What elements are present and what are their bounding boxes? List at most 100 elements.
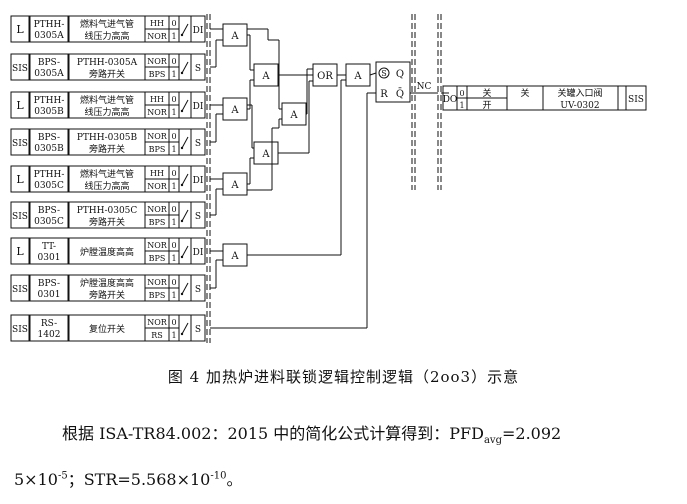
pfd-subscript: avg bbox=[483, 435, 502, 447]
row-io-box bbox=[190, 274, 206, 302]
row-state-1: BPS bbox=[149, 254, 166, 263]
row-type-label: SIS bbox=[12, 325, 28, 335]
row-tag-line2: 0305B bbox=[34, 107, 64, 117]
row-desc-line2: 旁路开关 bbox=[89, 216, 125, 228]
row-io-box bbox=[190, 91, 206, 119]
row-io-box bbox=[190, 314, 206, 342]
and-gate-bc-label: A bbox=[261, 149, 270, 160]
row-tag-line1: PTHH- bbox=[34, 20, 65, 30]
row-desc-line1: 炉膛温度高高 bbox=[80, 277, 134, 289]
row-io-label: S bbox=[195, 325, 201, 335]
and-gate-c-label: A bbox=[230, 180, 239, 191]
row-state-0: HH bbox=[150, 19, 164, 28]
row-tag-line2: 0305B bbox=[34, 144, 64, 154]
switch-contact-icon bbox=[180, 183, 184, 187]
paragraph-line-1: 根据 ISA-TR84.002：2015 中的简化公式计算得到：PFDavg=2… bbox=[62, 420, 561, 446]
row-bit-1: 1 bbox=[171, 70, 176, 79]
row-tag-line2: 0305A bbox=[34, 69, 64, 79]
switch-icon bbox=[181, 61, 189, 74]
row-type-box bbox=[10, 15, 30, 43]
row-desc-line1: 燃料气进气管 bbox=[80, 94, 134, 106]
or-gate-label: OR bbox=[317, 71, 333, 82]
row-state-1: RS bbox=[151, 331, 163, 340]
row-state-1: BPS bbox=[149, 291, 166, 300]
row-state-1: NOR bbox=[147, 32, 168, 41]
row-desc-line2: 线压力高高 bbox=[84, 106, 129, 118]
switch-icon bbox=[181, 136, 189, 149]
pfd-value-cont: 5×10 bbox=[14, 470, 58, 489]
flipflop-set: S bbox=[381, 69, 386, 78]
row-state-0: NOR bbox=[147, 132, 168, 141]
row-tag-line1: RS- bbox=[41, 319, 57, 329]
and-gate-final: A bbox=[345, 63, 371, 87]
row-desc-line1: PTHH-0305A bbox=[77, 58, 138, 68]
row-tag-box bbox=[29, 274, 69, 302]
and-gate-final-label: A bbox=[353, 71, 362, 82]
row-tag-box bbox=[29, 237, 69, 265]
row-tag-box bbox=[29, 128, 69, 156]
row-io-label: DI bbox=[193, 248, 204, 258]
row-desc-line2: 线压力高高 bbox=[84, 30, 129, 42]
row-tag-line2: 0305A bbox=[34, 31, 64, 41]
or-gate: OR bbox=[312, 63, 338, 87]
row-bit-0: 0 bbox=[171, 95, 176, 104]
row-io-box bbox=[190, 237, 206, 265]
row-state-1: BPS bbox=[149, 218, 166, 227]
pfd-exponent: -5 bbox=[57, 470, 68, 482]
output-name-label: 关罐入口阀 bbox=[557, 87, 602, 99]
and-gate-b-label: A bbox=[230, 105, 239, 116]
and-gate-ac-label: A bbox=[289, 110, 298, 121]
row-type-box bbox=[10, 314, 30, 342]
row-desc-line2: 旁路开关 bbox=[89, 143, 125, 155]
row-tag-line1: BPS- bbox=[38, 206, 60, 216]
str-text: ；STR=5.568×10 bbox=[67, 470, 211, 489]
and-gate-bc: A bbox=[253, 141, 279, 165]
row-bit-0: 0 bbox=[171, 132, 176, 141]
row-desc-line1: 炉膛温度高高 bbox=[80, 246, 134, 258]
sr-flipflop-box bbox=[375, 61, 411, 103]
row-state-1: BPS bbox=[149, 70, 166, 79]
row-bit-1: 1 bbox=[171, 254, 176, 263]
and-gate-a: A bbox=[222, 23, 248, 47]
set-circle-icon bbox=[378, 67, 390, 79]
and-gate-temp-label: A bbox=[230, 251, 239, 262]
and-gate-b: A bbox=[222, 97, 248, 121]
row-bit-0: 0 bbox=[171, 278, 176, 287]
output-state2-label: 关 bbox=[520, 87, 529, 99]
switch-icon bbox=[181, 23, 189, 36]
row-desc-line1: PTHH-0305C bbox=[77, 206, 138, 216]
row-tag-line2: 0305C bbox=[34, 217, 64, 227]
row-desc-line1: 燃料气进气管 bbox=[80, 168, 134, 180]
row-tag-line2: 0301 bbox=[38, 253, 61, 263]
switch-icon bbox=[181, 173, 189, 186]
row-bit-1: 1 bbox=[171, 145, 176, 154]
str-end: 。 bbox=[226, 470, 243, 489]
switch-contact-icon bbox=[180, 109, 184, 113]
row-tag-box bbox=[29, 201, 69, 229]
output-block: DO01关开关关罐入口阀UV-0302SIS bbox=[442, 85, 647, 111]
and-gate-ab-label: A bbox=[261, 71, 270, 82]
row-desc-line2: 旁路开关 bbox=[89, 68, 125, 80]
row-tag-box bbox=[29, 91, 69, 119]
row-state-1: NOR bbox=[147, 108, 168, 117]
row-io-label: S bbox=[195, 212, 201, 222]
nc-label: NC bbox=[417, 82, 432, 92]
row-bit-0: 0 bbox=[171, 318, 176, 327]
row-tag-box bbox=[29, 165, 69, 193]
row-desc-line1: PTHH-0305B bbox=[77, 133, 138, 143]
row-io-label: DI bbox=[193, 26, 204, 36]
row-bit-0: 0 bbox=[171, 169, 176, 178]
row-io-box bbox=[190, 53, 206, 81]
row-tag-line1: PTHH- bbox=[34, 96, 65, 106]
switch-contact-icon bbox=[180, 255, 184, 259]
pfd-value: =2.092 bbox=[501, 424, 562, 443]
row-tag-box bbox=[29, 53, 69, 81]
and-gate-c: A bbox=[222, 172, 248, 196]
row-bit-0: 0 bbox=[171, 241, 176, 250]
row-state-0: HH bbox=[150, 169, 164, 178]
